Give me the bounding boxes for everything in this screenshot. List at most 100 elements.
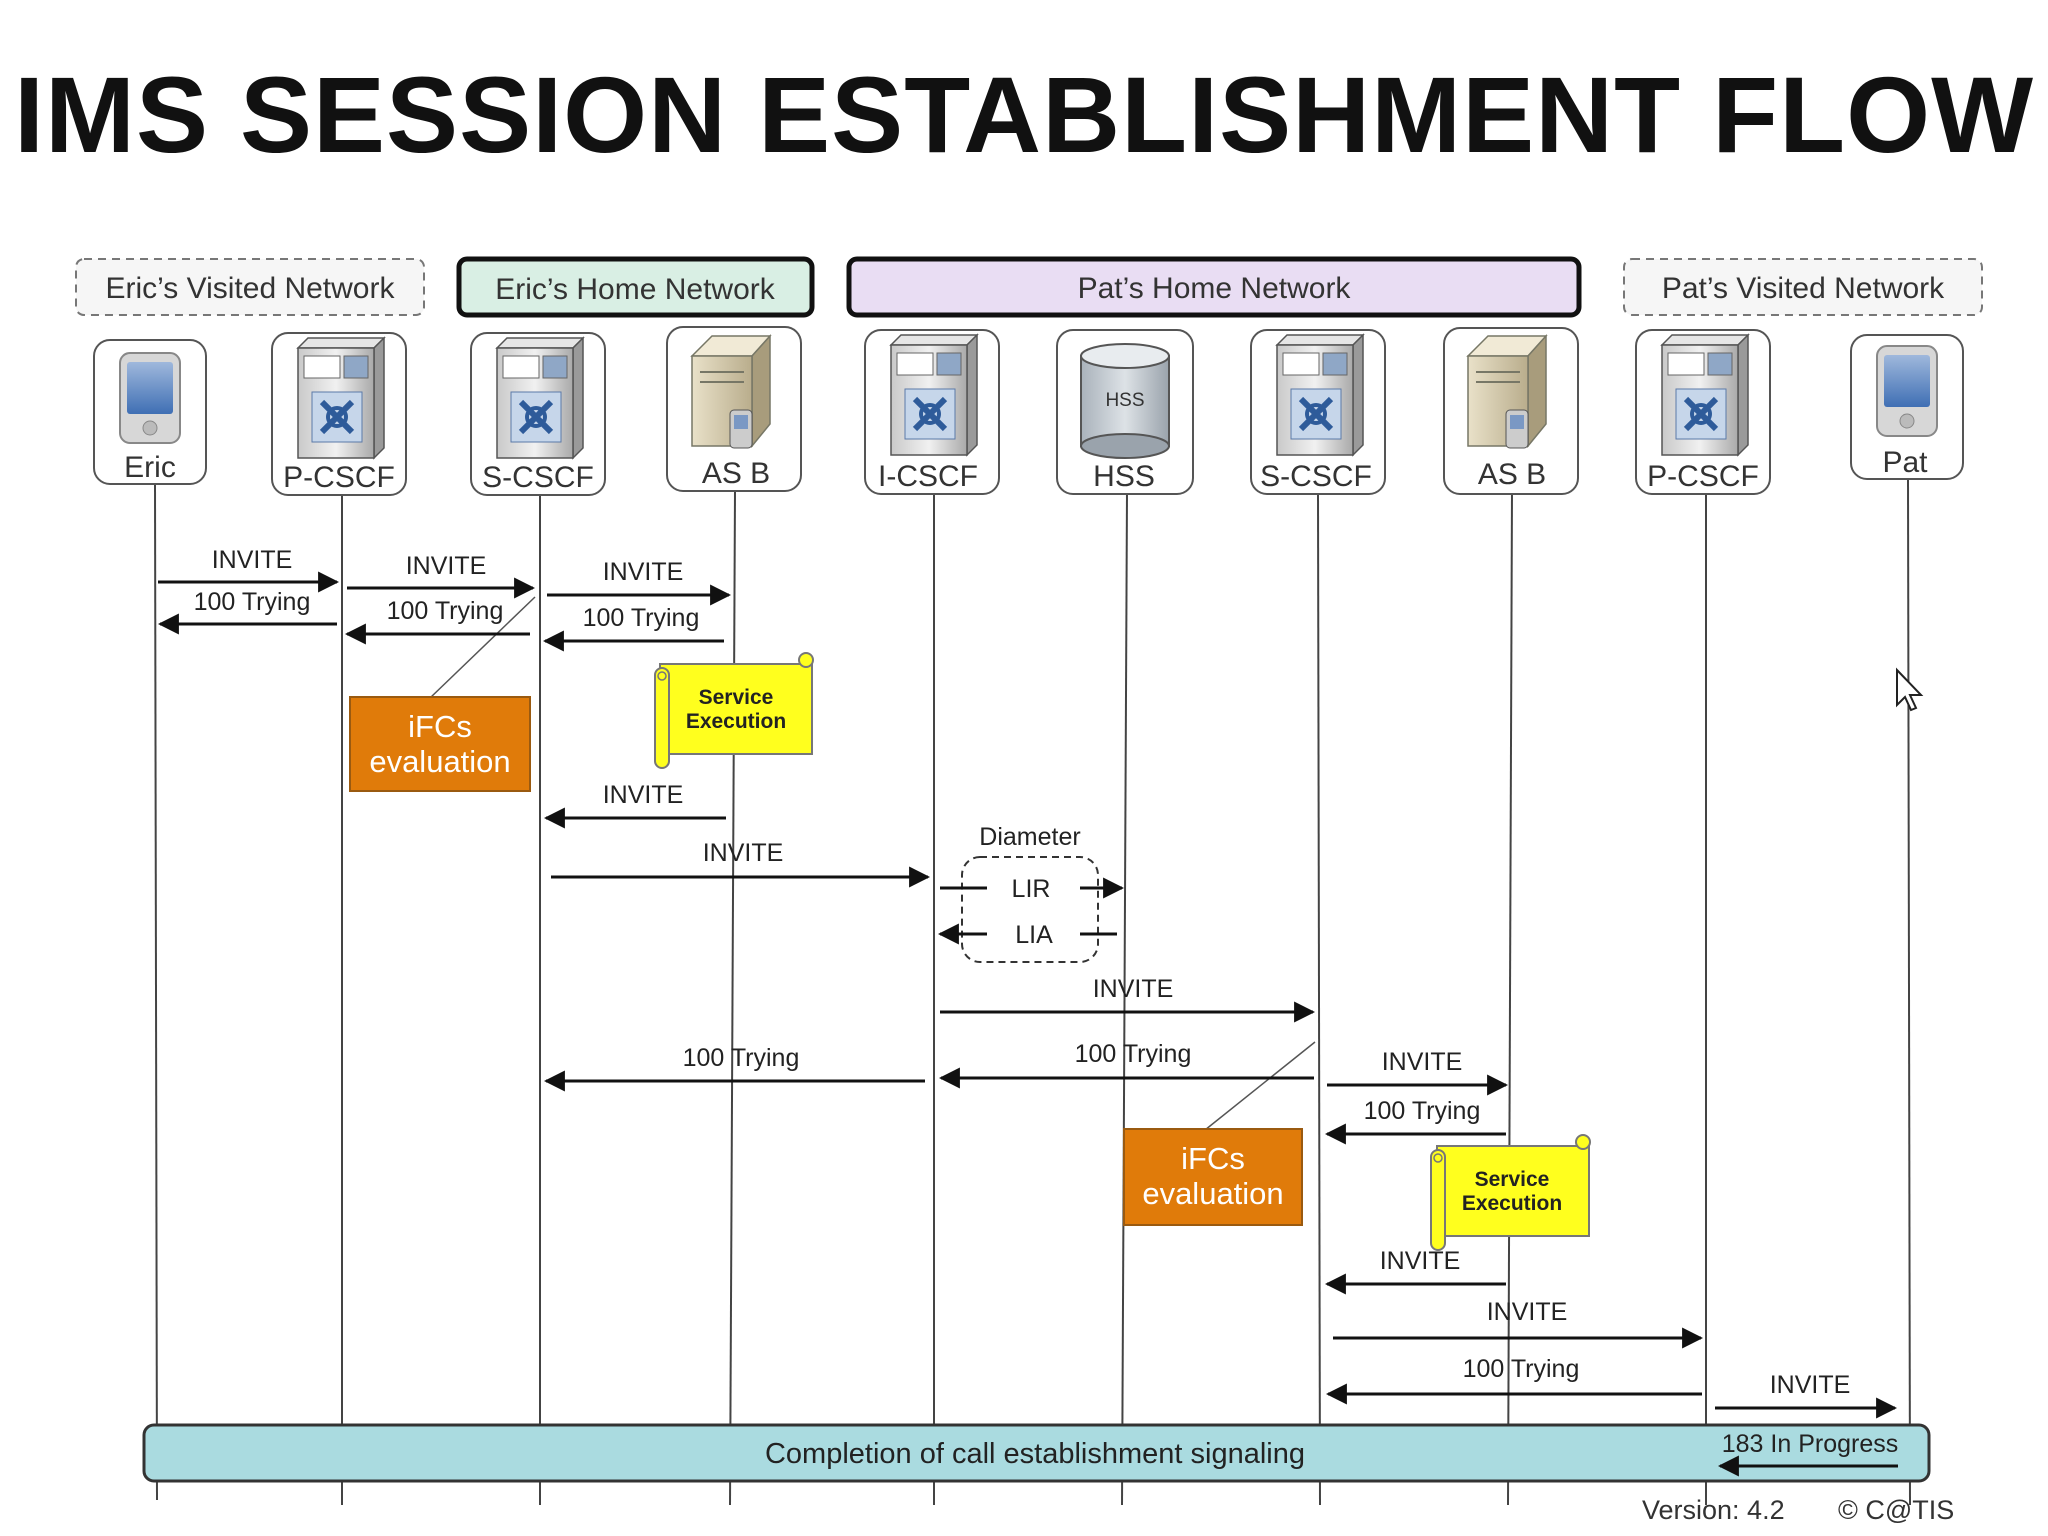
server-icon — [296, 336, 386, 460]
message-label: INVITE — [603, 781, 684, 809]
entity-label: AS B — [1478, 458, 1546, 491]
message-label: 100 Trying — [387, 597, 504, 625]
message-label: 100 Trying — [194, 588, 311, 616]
message-invite: INVITE — [547, 558, 732, 606]
message-100-trying: 100 Trying — [344, 597, 530, 645]
message-lia: LIA — [937, 921, 1117, 949]
entity-asb-eric: AS B — [666, 326, 802, 492]
service-label-line2: Execution — [1462, 1192, 1562, 1215]
database-icon-label: HSS — [1105, 390, 1144, 411]
ifcs-evaluation-box-1: iFCs evaluation — [349, 696, 531, 792]
server-icon — [1660, 333, 1750, 457]
message-invite: INVITE — [1715, 1371, 1898, 1419]
lifeline-eric — [154, 482, 158, 1501]
entity-label: S-CSCF — [482, 461, 594, 494]
message-label: LIA — [1015, 921, 1053, 949]
service-execution-scroll-2: Service Execution — [1430, 1134, 1591, 1251]
message-label: 100 Trying — [1463, 1355, 1580, 1383]
diameter-group: Diameter — [961, 823, 1099, 963]
message-100-trying: 100 Trying — [938, 1040, 1314, 1089]
message-label: INVITE — [603, 558, 684, 586]
network-label: Eric’s Visited Network — [106, 272, 396, 305]
message-invite: INVITE — [1333, 1298, 1704, 1349]
copyright-label: © C@TIS — [1838, 1495, 1954, 1525]
entity-label: Pat — [1882, 446, 1928, 479]
service-execution-scroll-1: Service Execution — [654, 652, 814, 769]
message-100-trying: 100 Trying — [157, 588, 337, 635]
network-label: Eric’s Home Network — [495, 273, 776, 306]
service-label-line2: Execution — [686, 710, 786, 733]
network-label: Pat’s Visited Network — [1662, 272, 1945, 305]
ifcs-label-line1: iFCs — [1181, 1141, 1245, 1176]
entity-label: S-CSCF — [1260, 460, 1372, 493]
entity-icscf: I-CSCF — [864, 329, 1000, 495]
message-100-trying: 100 Trying — [1325, 1355, 1702, 1405]
server-icon — [495, 336, 585, 460]
entity-eric: Eric — [93, 339, 207, 485]
diameter-label: Diameter — [979, 823, 1080, 851]
message-label: INVITE — [1380, 1247, 1461, 1275]
entity-scscf-pat: S-CSCF — [1250, 329, 1386, 495]
message-label: INVITE — [1093, 975, 1174, 1003]
completion-banner: Completion of call establishment signali… — [142, 1423, 1931, 1483]
message-100-trying: 100 Trying — [542, 604, 724, 652]
message-label: INVITE — [212, 546, 293, 574]
entity-hss: HSS HSS — [1056, 329, 1194, 495]
message-label: INVITE — [1770, 1371, 1851, 1399]
message-label: INVITE — [1487, 1298, 1568, 1326]
ifcs-label-line2: evaluation — [1142, 1176, 1283, 1211]
message-100-trying: 100 Trying — [543, 1044, 925, 1092]
message-invite: INVITE — [543, 781, 726, 829]
message-label: 183 In Progress — [1722, 1430, 1899, 1458]
service-label-line1: Service — [699, 686, 774, 709]
server-icon — [889, 333, 979, 457]
message-label: 100 Trying — [1075, 1040, 1192, 1068]
message-invite: INVITE — [551, 839, 931, 888]
entity-label: P-CSCF — [1647, 460, 1759, 493]
network-label: Pat’s Home Network — [1078, 272, 1352, 305]
lifelines — [154, 477, 1911, 1506]
network-pat-visited: Pat’s Visited Network — [1623, 258, 1983, 316]
pda-icon — [1876, 345, 1938, 437]
entity-pcscf-eric: P-CSCF — [271, 332, 407, 496]
lifeline-asb2 — [1507, 489, 1513, 1506]
network-eric-home: Eric’s Home Network — [456, 256, 815, 318]
message-label: 100 Trying — [583, 604, 700, 632]
message-invite: INVITE — [347, 552, 536, 599]
message-label: LIR — [1012, 875, 1051, 903]
message-invite: INVITE — [1324, 1247, 1506, 1295]
message-100-trying: 100 Trying — [1324, 1097, 1506, 1145]
server-icon — [1275, 333, 1365, 457]
entities: Eric P-CSCF — [93, 326, 1964, 496]
network-pat-home: Pat’s Home Network — [846, 256, 1582, 318]
entity-label: HSS — [1093, 460, 1155, 493]
page-title: IMS SESSION ESTABLISHMENT FLOW — [13, 54, 2035, 175]
entity-label: Eric — [124, 451, 176, 484]
entity-pat: Pat — [1850, 334, 1964, 480]
ifcs-label-line1: iFCs — [408, 709, 472, 744]
message-label: INVITE — [1382, 1048, 1463, 1076]
lifeline-hss — [1121, 491, 1128, 1506]
database-icon: HSS — [1080, 343, 1170, 459]
banner-label: Completion of call establishment signali… — [765, 1438, 1305, 1470]
entity-asb-pat: AS B — [1443, 327, 1579, 495]
lifeline-scscf2 — [1317, 491, 1321, 1506]
message-label: INVITE — [406, 552, 487, 580]
network-eric-visited: Eric’s Visited Network — [75, 258, 425, 316]
message-label: INVITE — [703, 839, 784, 867]
ifcs-evaluation-box-2: iFCs evaluation — [1123, 1128, 1303, 1226]
entity-label: I-CSCF — [878, 460, 978, 493]
messages: INVITE 100 Trying INVITE 100 Trying INVI… — [157, 546, 1898, 1419]
lifeline-asb1 — [729, 489, 736, 1506]
annotation-connectors — [429, 596, 1316, 1131]
footer: Version: 4.2 © C@TIS — [1642, 1495, 1954, 1525]
ifcs-label-line2: evaluation — [369, 744, 510, 779]
app-server-icon — [1466, 334, 1548, 449]
pda-icon — [119, 352, 181, 444]
app-server-icon — [690, 334, 772, 449]
entity-label: AS B — [702, 457, 770, 490]
lifeline-pat — [1907, 477, 1911, 1506]
entity-pcscf-pat: P-CSCF — [1635, 329, 1771, 495]
message-label: 100 Trying — [1364, 1097, 1481, 1125]
